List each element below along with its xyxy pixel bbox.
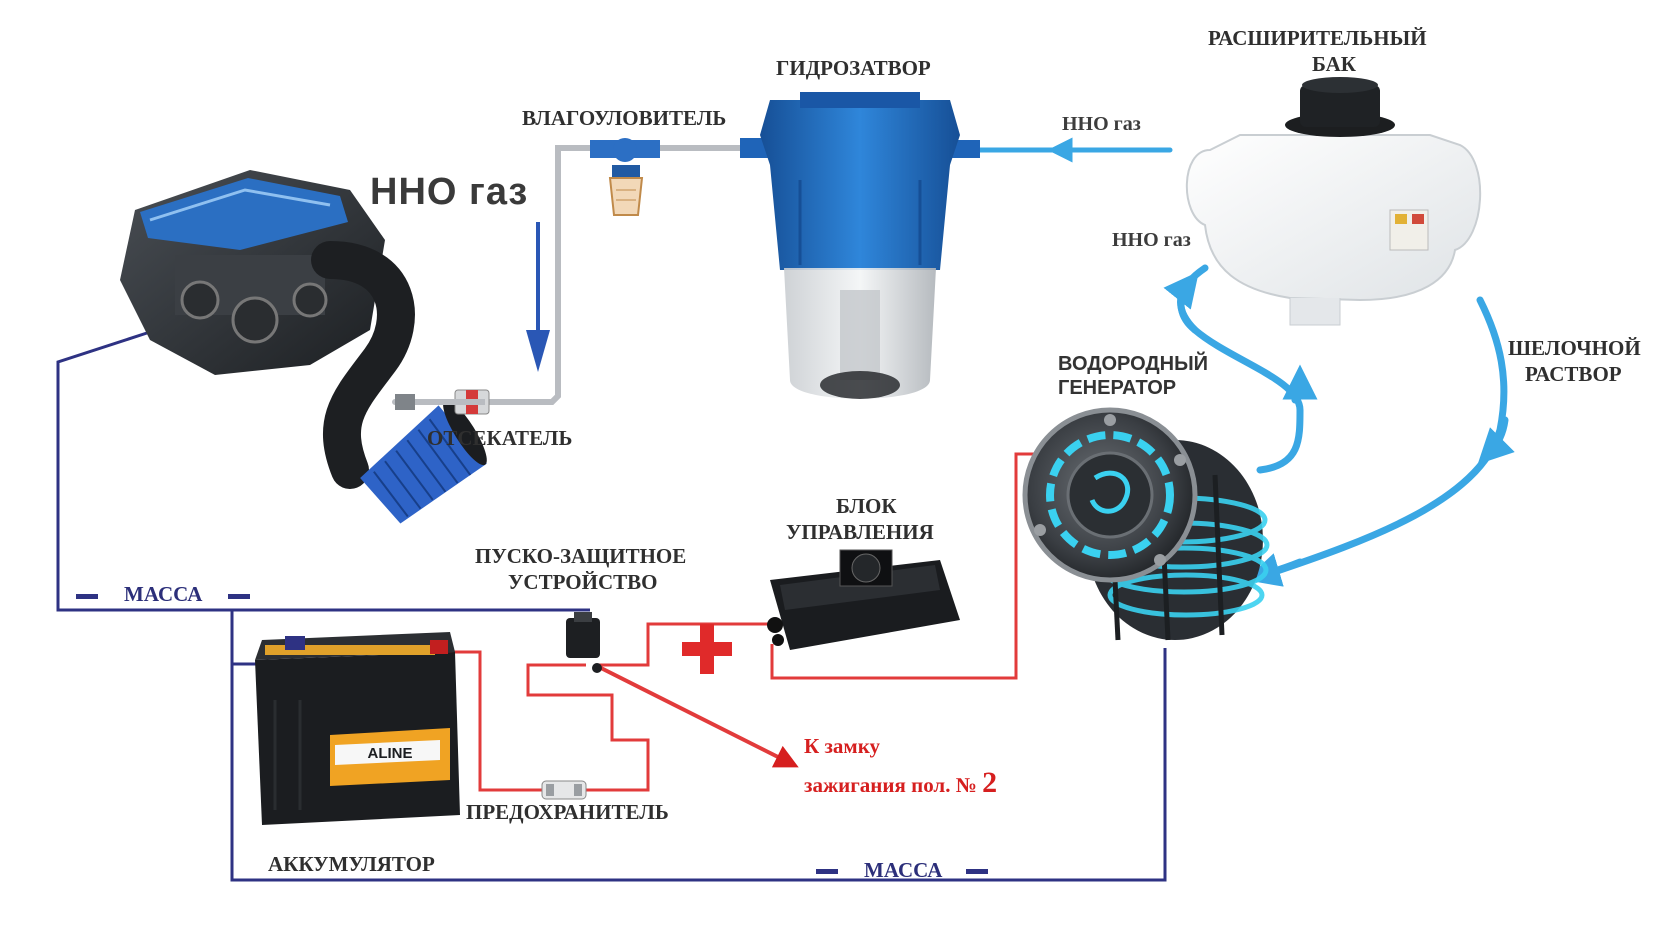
expansion-tank bbox=[1185, 77, 1482, 326]
mass-label-left: МАССА bbox=[124, 582, 203, 606]
fuse-label: ПРЕДОХРАНИТЕЛЬ bbox=[466, 800, 669, 824]
engine bbox=[120, 170, 487, 524]
cutoff-valve bbox=[395, 389, 490, 415]
water-seal-label: ГИДРОЗАТВОР bbox=[776, 56, 931, 80]
water-seal bbox=[740, 92, 980, 399]
moisture-trap-label: ВЛАГОУЛОВИТЕЛЬ bbox=[522, 106, 727, 130]
hho-gas-label-side: ННО газ bbox=[1112, 229, 1191, 251]
battery bbox=[255, 632, 460, 825]
moisture-trap bbox=[590, 138, 660, 216]
starter-protection-device bbox=[566, 612, 602, 673]
alkaline-solution-label-2: РАСТВОР bbox=[1525, 362, 1622, 386]
hho-gas-label-main: ННО газ bbox=[370, 171, 529, 213]
battery-brand: ALINE bbox=[368, 745, 413, 762]
ignition-label-2-text: зажигания пол. № bbox=[804, 773, 977, 797]
power-wires bbox=[438, 452, 1036, 792]
hose-tank-to-generator-arrow-a bbox=[1477, 416, 1515, 465]
power-wire-ignition bbox=[594, 663, 799, 768]
hho-gas-label-top: ННО газ bbox=[1062, 113, 1141, 135]
expansion-tank-label-2: БАК bbox=[1312, 52, 1356, 76]
starter-label-2: УСТРОЙСТВО bbox=[508, 570, 658, 594]
hho-flow-arrowhead bbox=[526, 330, 550, 372]
ignition-label-2-number: 2 bbox=[982, 766, 998, 799]
ignition-label-1: К замку bbox=[804, 734, 881, 758]
power-wire-control-generator bbox=[770, 452, 1036, 680]
mass-label-left-dash-a bbox=[76, 594, 98, 599]
ground-wire-battery bbox=[230, 610, 1167, 882]
control-unit bbox=[767, 549, 960, 650]
generator-label-2: ГЕНЕРАТОР bbox=[1058, 377, 1177, 399]
plus-sign bbox=[682, 624, 732, 674]
mass-label-bottom-dash-a bbox=[816, 869, 838, 874]
ignition-label-2: зажигания пол. № 2 bbox=[804, 760, 997, 807]
ground-wires bbox=[56, 330, 1167, 882]
hose-generator-to-tank-arrow-a bbox=[1163, 271, 1199, 334]
alkaline-solution-label-1: ШЕЛОЧНОЙ bbox=[1508, 336, 1641, 360]
power-wire-fuse-starter bbox=[526, 663, 650, 792]
control-unit-label-2: УПРАВЛЕНИЯ bbox=[786, 520, 934, 544]
blue-hoses bbox=[962, 137, 1515, 587]
mass-label-bottom: МАССА bbox=[864, 858, 943, 882]
control-unit-label-1: БЛОК bbox=[836, 494, 897, 518]
hydrogen-generator bbox=[1022, 407, 1270, 641]
mass-label-bottom-dash-b bbox=[966, 869, 988, 874]
ground-wire-engine bbox=[56, 330, 590, 612]
fuse bbox=[541, 780, 587, 800]
mass-label-left-dash-b bbox=[228, 594, 250, 599]
generator-label-1: ВОДОРОДНЫЙ bbox=[1058, 353, 1209, 375]
cutoff-label: ОТСЕКАТЕЛЬ bbox=[427, 426, 573, 450]
power-wire-battery-fuse bbox=[438, 650, 542, 792]
starter-label-1: ПУСКО-ЗАЩИТНОЕ bbox=[475, 544, 687, 568]
battery-label: АККУМУЛЯТОР bbox=[268, 852, 435, 876]
hose-generator-to-tank-arrow-b bbox=[1282, 364, 1318, 404]
expansion-tank-label-1: РАСШИРИТЕЛЬНЫЙ bbox=[1208, 26, 1427, 50]
